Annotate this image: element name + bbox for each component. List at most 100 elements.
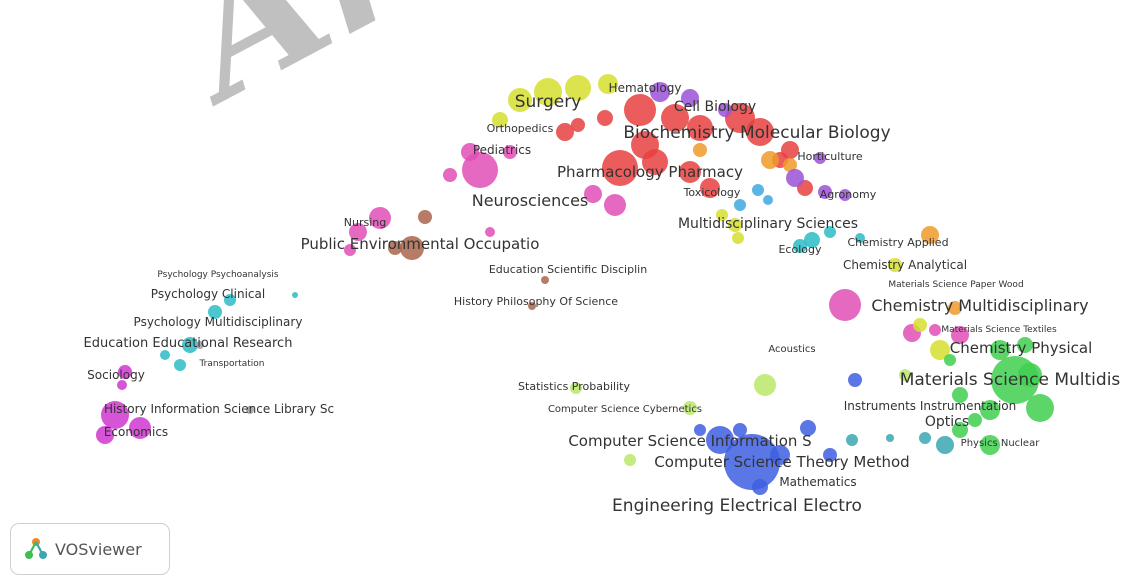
field-bubble[interactable] xyxy=(734,199,746,211)
field-bubble[interactable] xyxy=(462,152,498,188)
field-bubble[interactable] xyxy=(369,207,391,229)
field-bubble[interactable] xyxy=(129,417,151,439)
field-bubble[interactable] xyxy=(604,194,626,216)
field-bubble[interactable] xyxy=(650,82,670,102)
field-bubble[interactable] xyxy=(443,168,457,182)
field-bubble[interactable] xyxy=(804,232,820,248)
field-bubble[interactable] xyxy=(732,232,744,244)
field-bubble[interactable] xyxy=(930,340,950,360)
field-bubble[interactable] xyxy=(418,210,432,224)
field-bubble[interactable] xyxy=(541,276,549,284)
field-bubble[interactable] xyxy=(752,184,764,196)
field-bubble[interactable] xyxy=(990,340,1010,360)
field-bubble[interactable] xyxy=(800,420,816,436)
field-bubble[interactable] xyxy=(534,78,562,106)
field-bubble[interactable] xyxy=(101,401,129,429)
field-bubble[interactable] xyxy=(96,426,114,444)
field-bubble[interactable] xyxy=(944,354,956,366)
field-bubble[interactable] xyxy=(855,233,865,243)
field-bubble[interactable] xyxy=(980,400,1000,420)
field-bubble[interactable] xyxy=(174,359,186,371)
field-bubble[interactable] xyxy=(117,380,127,390)
field-bubble[interactable] xyxy=(485,227,495,237)
field-bubble[interactable] xyxy=(846,434,858,446)
field-bubble[interactable] xyxy=(602,150,638,186)
field-bubble[interactable] xyxy=(728,218,742,232)
field-bubble[interactable] xyxy=(349,223,367,241)
field-bubble[interactable] xyxy=(783,158,797,172)
field-bubble[interactable] xyxy=(160,350,170,360)
field-bubble[interactable] xyxy=(565,75,591,101)
field-bubble[interactable] xyxy=(571,118,585,132)
field-bubble[interactable] xyxy=(754,374,776,396)
field-bubble[interactable] xyxy=(661,104,689,132)
field-bubble[interactable] xyxy=(786,169,804,187)
field-bubble[interactable] xyxy=(919,432,931,444)
field-bubble[interactable] xyxy=(733,423,747,437)
field-bubble[interactable] xyxy=(182,337,198,353)
field-bubble[interactable] xyxy=(818,185,832,199)
field-bubble[interactable] xyxy=(196,341,204,349)
field-bubble[interactable] xyxy=(814,152,826,164)
field-bubble[interactable] xyxy=(899,369,911,381)
field-bubble[interactable] xyxy=(687,115,713,141)
field-bubble[interactable] xyxy=(693,143,707,157)
field-bubble[interactable] xyxy=(597,110,613,126)
field-bubble[interactable] xyxy=(936,436,954,454)
field-bubble[interactable] xyxy=(763,195,773,205)
field-bubble[interactable] xyxy=(694,424,706,436)
field-bubble[interactable] xyxy=(292,292,298,298)
field-bubble[interactable] xyxy=(503,145,517,159)
field-bubble[interactable] xyxy=(556,123,574,141)
field-bubble[interactable] xyxy=(683,401,697,415)
field-bubble[interactable] xyxy=(400,236,424,260)
field-bubble[interactable] xyxy=(793,239,807,253)
field-bubble[interactable] xyxy=(716,209,728,221)
field-bubble[interactable] xyxy=(829,289,861,321)
field-bubble[interactable] xyxy=(528,302,536,310)
field-bubble[interactable] xyxy=(886,434,894,442)
field-bubble[interactable] xyxy=(642,149,668,175)
field-bubble[interactable] xyxy=(492,112,508,128)
field-bubble[interactable] xyxy=(584,185,602,203)
field-bubble[interactable] xyxy=(968,413,982,427)
field-bubble[interactable] xyxy=(624,454,636,466)
field-bubble[interactable] xyxy=(888,258,902,272)
field-bubble[interactable] xyxy=(246,406,254,414)
field-bubble[interactable] xyxy=(725,103,755,133)
field-bubble[interactable] xyxy=(746,118,774,146)
field-bubble[interactable] xyxy=(679,161,701,183)
field-bubble[interactable] xyxy=(598,74,618,94)
field-bubble[interactable] xyxy=(951,326,969,344)
field-bubble[interactable] xyxy=(761,151,779,169)
field-bubble[interactable] xyxy=(929,324,941,336)
field-bubble[interactable] xyxy=(724,434,780,490)
field-bubble[interactable] xyxy=(752,479,768,495)
field-bubble[interactable] xyxy=(344,244,356,256)
field-bubble[interactable] xyxy=(1018,363,1042,387)
field-bubble[interactable] xyxy=(208,305,222,319)
field-bubble[interactable] xyxy=(700,178,720,198)
field-bubble[interactable] xyxy=(824,226,836,238)
field-bubble[interactable] xyxy=(952,387,968,403)
field-bubble[interactable] xyxy=(224,294,236,306)
field-bubble[interactable] xyxy=(1026,394,1054,422)
field-bubble[interactable] xyxy=(952,422,968,438)
field-bubble[interactable] xyxy=(948,301,962,315)
field-bubble[interactable] xyxy=(1017,337,1033,353)
vosviewer-logo[interactable]: VOSviewer xyxy=(10,523,170,575)
field-bubble[interactable] xyxy=(718,103,732,117)
field-bubble[interactable] xyxy=(839,189,851,201)
field-bubble[interactable] xyxy=(706,426,734,454)
field-bubble[interactable] xyxy=(913,318,927,332)
field-bubble[interactable] xyxy=(118,365,132,379)
field-bubble[interactable] xyxy=(848,373,862,387)
field-bubble[interactable] xyxy=(770,445,790,465)
field-bubble[interactable] xyxy=(980,435,1000,455)
field-bubble[interactable] xyxy=(624,94,656,126)
field-bubble[interactable] xyxy=(681,89,699,107)
field-bubble[interactable] xyxy=(570,382,582,394)
field-bubble[interactable] xyxy=(823,448,837,462)
field-bubble[interactable] xyxy=(921,226,939,244)
field-bubble[interactable] xyxy=(508,88,532,112)
